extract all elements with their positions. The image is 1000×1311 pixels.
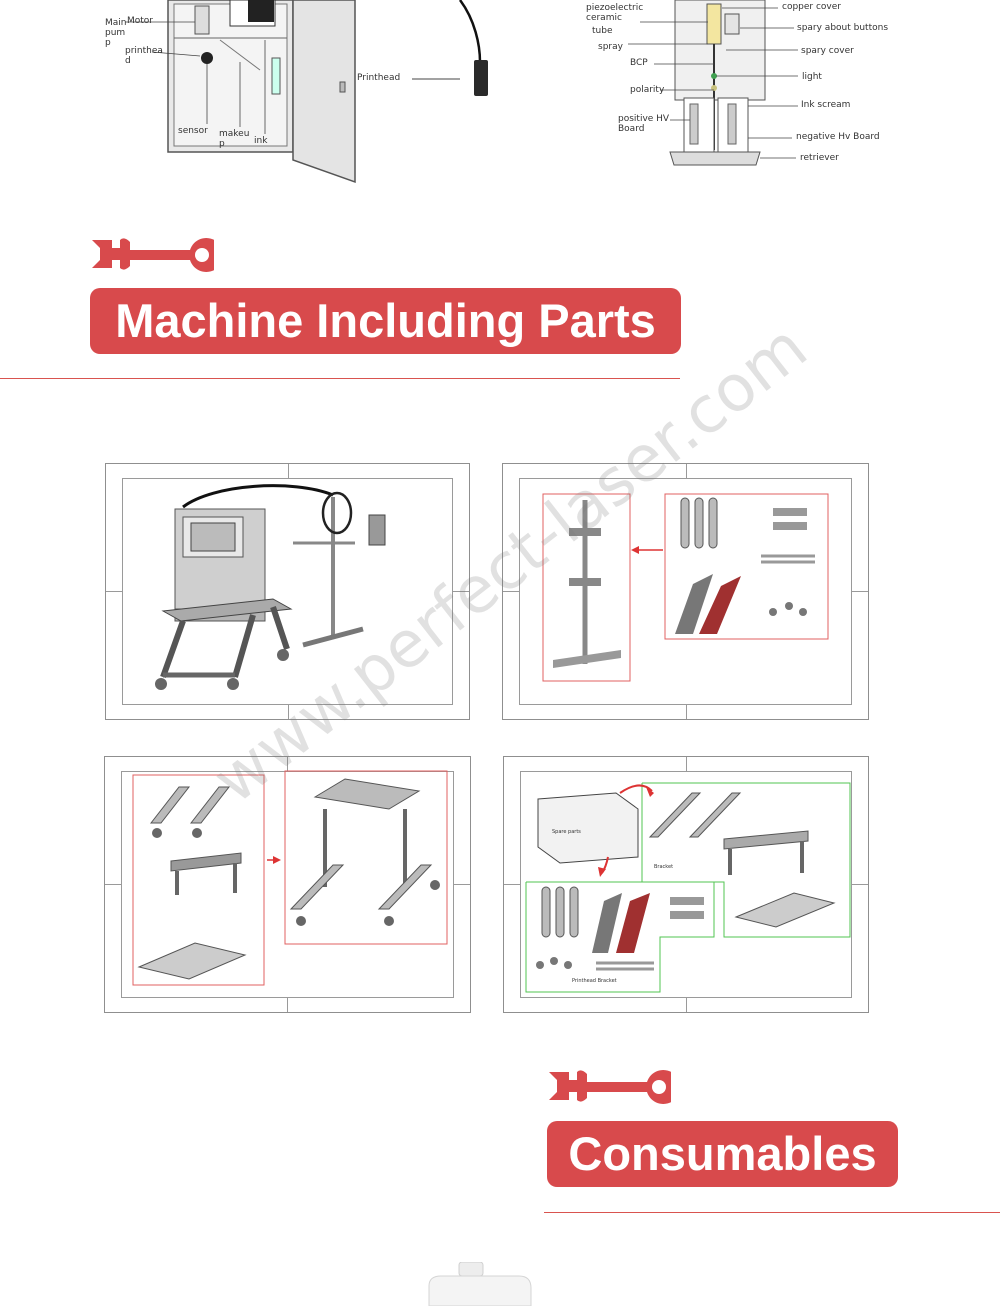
label-spray: spray (598, 42, 623, 52)
label-piezo: piezoelectric ceramic (586, 3, 644, 23)
section-title-consumables: Consumables (547, 1121, 898, 1187)
label-printhead-d: printhea d (125, 46, 163, 66)
label-tube: tube (592, 26, 613, 36)
section-divider-machine-parts (0, 378, 680, 379)
printhead-drawing (628, 0, 798, 166)
label-negative-hv: negative Hv Board (796, 132, 880, 142)
assembly-panel-table (104, 756, 471, 1013)
printhead-diagram: piezoelectric ceramic tube spray BCP pol… (580, 0, 920, 175)
label-ink: ink (254, 136, 268, 146)
assembly-panel-machine (105, 463, 470, 720)
assembly-panel-stand (502, 463, 869, 720)
label-motor: Motor (127, 16, 154, 26)
label-copper-cover: copper cover (782, 2, 841, 12)
label-light: light (802, 72, 822, 82)
brackets-drawing (525, 782, 851, 993)
assembled-machine-drawing (155, 484, 386, 690)
label-printhead-bracket: Printhead Bracket (572, 978, 617, 984)
ink-bottle-image (425, 1261, 535, 1307)
label-main-pump: Main pum p (105, 18, 127, 48)
label-polarity: polarity (630, 85, 665, 95)
cabinet-drawing (125, 0, 488, 184)
cabinet-diagram: Main pum p Motor printhea d sensor makeu… (100, 0, 540, 190)
label-spare-parts: Spare parts (552, 829, 581, 835)
label-printhead: Printhead (357, 73, 401, 83)
label-bracket: Bracket (654, 864, 674, 870)
label-bcp: BCP (630, 58, 648, 68)
label-spary-cover: spary cover (801, 46, 854, 56)
label-retriever: retriever (800, 153, 839, 163)
label-makeup: makeu p (219, 129, 250, 149)
label-ink-scream: Ink scream (801, 100, 851, 110)
label-sensor: sensor (178, 126, 208, 136)
wrench-icon-consumables (547, 1068, 681, 1104)
label-spary-buttons: spary about buttons (797, 23, 889, 33)
section-title-machine-parts: Machine Including Parts (90, 288, 681, 354)
stand-parts-drawing (542, 493, 829, 682)
table-assembly-drawing (132, 770, 448, 986)
section-divider-consumables (544, 1212, 1000, 1213)
wrench-icon (90, 236, 224, 272)
assembly-panel-brackets: Spare parts Bracket Printhead Bracket (503, 756, 869, 1013)
label-positive-hv: positive HV Board (618, 114, 670, 134)
